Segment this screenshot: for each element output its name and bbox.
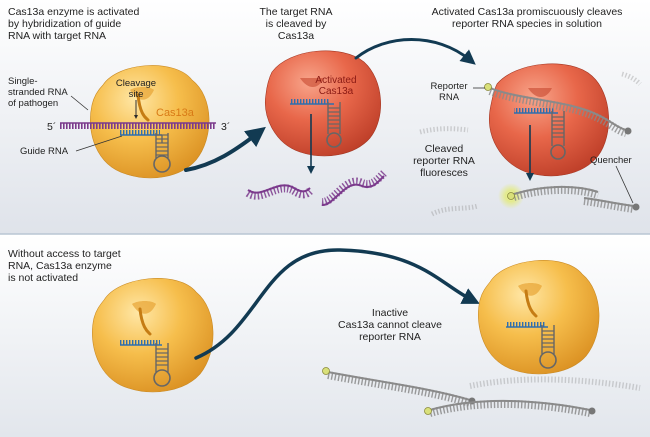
label-cleaved-reporter-line-2: reporter RNA	[413, 155, 475, 167]
step-arrow-2	[354, 38, 476, 65]
label-cleavage-site-line-1: Cleavage	[115, 78, 157, 89]
caption-target-cleaved: The target RNA is cleaved by Cas13a	[246, 6, 346, 42]
guide-rna-top-left	[120, 130, 171, 173]
label-guide-rna: Guide RNA	[20, 146, 69, 157]
label-inactive-cas13a-line-1: Inactive	[371, 307, 409, 319]
caption-activation: Cas13a enzyme is activated by hybridizat…	[8, 6, 139, 42]
label-activated-cas13a-line-1: Activated	[315, 75, 357, 86]
enzyme-inactive-bottom-right	[478, 260, 600, 375]
guide-rna-bottom-left	[120, 340, 171, 387]
caption-target-cleaved-line-1: The target RNA	[259, 6, 333, 18]
quencher-pointer	[615, 165, 634, 204]
caption-activation-line-2: by hybridization of guide	[8, 18, 122, 30]
cleaved-target-fragment-1	[245, 184, 313, 200]
background-reporters-bottom	[469, 376, 641, 391]
caption-promiscuous-cleavage-line-1: Activated Cas13a promiscuously cleaves	[431, 6, 623, 18]
label-five-prime: 5´	[47, 121, 57, 133]
enzyme-inactive-top-left	[90, 65, 210, 179]
ss-rna-pointer	[70, 95, 89, 111]
label-activated-cas13a: Activated Cas13a	[310, 75, 362, 97]
label-cas13a-top-left: Cas13a	[156, 107, 194, 119]
target-rna-strand	[60, 122, 216, 129]
guide-rna-middle	[290, 99, 342, 148]
caption-not-activated-line-1: Without access to target	[8, 248, 121, 260]
label-cleaved-reporter-line-1: Cleaved	[424, 143, 464, 155]
label-reporter-rna: Reporter RNA	[424, 81, 474, 103]
intact-reporter-2	[424, 399, 596, 417]
cleaved-target-fragment-2	[321, 170, 387, 206]
background-reporters-top	[419, 71, 642, 217]
guide-rna-right	[514, 108, 566, 160]
reporter-rna-strand	[484, 83, 632, 137]
label-inactive-cas13a-line-2: Cas13a cannot cleave	[338, 319, 442, 331]
label-inactive-cas13a: Inactive Cas13a cannot cleave reporter R…	[330, 307, 450, 343]
label-reporter-rna-line-2: RNA	[438, 92, 460, 103]
enzyme-active-right	[489, 63, 609, 177]
caption-activation-line-3: RNA with target RNA	[8, 30, 107, 42]
guide-rna-bottom-right	[506, 322, 557, 369]
caption-not-activated: Without access to target RNA, Cas13a enz…	[8, 248, 121, 284]
label-ss-rna: Single- stranded RNA of pathogen	[8, 76, 68, 109]
step-arrow-1	[184, 126, 266, 172]
enzyme-inactive-bottom-left	[92, 278, 214, 393]
quenched-reporter-fragment	[583, 197, 640, 213]
label-three-prime: 3´	[221, 121, 231, 133]
label-inactive-cas13a-line-3: reporter RNA	[359, 331, 421, 343]
label-ss-rna-line-1: Single-	[8, 76, 38, 87]
label-activated-cas13a-line-2: Cas13a	[318, 86, 354, 97]
guide-rna-pointer	[75, 135, 123, 152]
caption-promiscuous-cleavage-line-2: reporter RNA species in solution	[452, 18, 602, 30]
label-cleavage-site: Cleavage site	[113, 78, 159, 100]
cleaved-reporter-fragment	[507, 185, 600, 201]
label-reporter-rna-line-1: Reporter	[430, 81, 468, 92]
caption-target-cleaved-line-2: is cleaved by	[265, 18, 327, 30]
caption-not-activated-line-2: RNA, Cas13a enzyme	[8, 260, 112, 272]
caption-target-cleaved-line-3: Cas13a	[277, 30, 315, 42]
caption-not-activated-line-3: is not activated	[8, 272, 79, 284]
step-arrow-3	[194, 248, 480, 360]
caption-activation-line-1: Cas13a enzyme is activated	[8, 6, 140, 18]
label-cleaved-reporter: Cleaved reporter RNA fluoresces	[404, 143, 484, 179]
label-ss-rna-line-2: stranded RNA	[8, 87, 68, 98]
label-quencher: Quencher	[590, 155, 632, 166]
label-cleavage-site-line-2: site	[128, 89, 144, 100]
caption-promiscuous-cleavage: Activated Cas13a promiscuously cleaves r…	[414, 6, 640, 30]
label-cleaved-reporter-line-3: fluoresces	[420, 167, 468, 179]
label-ss-rna-line-3: of pathogen	[8, 98, 59, 109]
